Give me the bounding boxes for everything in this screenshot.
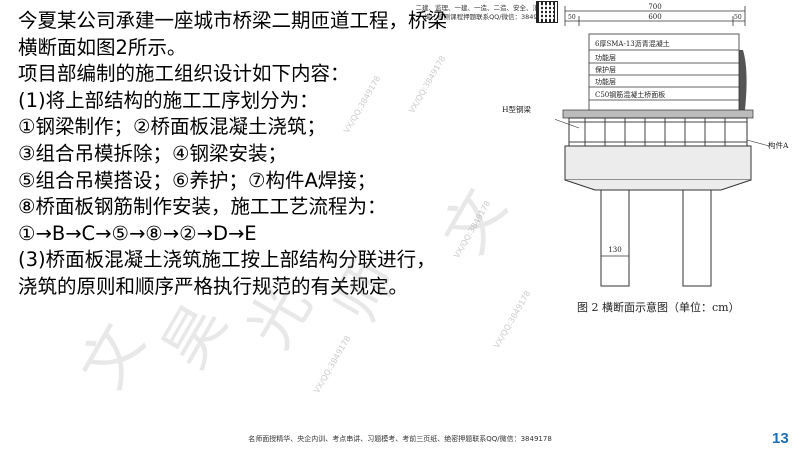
layer-label: 6厚SMA-13沥青混凝土 [595,39,670,48]
layer-label: 功能层 [595,77,616,86]
text-line: (3)桥面板混凝土浇筑施工按上部结构分联进行， [18,248,436,272]
cross-section-diagram: 700 50 600 50 6厚SMA-13沥青混凝土 功能层 保护层 功能层 … [555,3,770,287]
text-line: ⑧桥面板钢筋制作安装，施工工艺流程为： [18,195,387,219]
text-line: 横断面如图2所示。 [18,35,187,59]
layer-label: 保护层 [595,65,616,74]
header-note: 二建、监理、一建、一造、二造、安全、消防、咨询、检测课程押题联系QQ/微信：38… [415,4,559,21]
text-line: 浇筑的原则和顺序严格执行规范的有关规定。 [18,274,409,298]
watermark-id: VX/QQ:3849178 [312,334,353,395]
text-line: ①钢梁制作；②桥面板混凝土浇筑； [18,115,326,139]
text-line: 今夏某公司承建一座城市桥梁二期匝道工程，桥梁 [18,9,448,32]
dim-middle: 600 [648,13,661,21]
dim-left: 50 [568,14,576,21]
text-line: ⑤组合吊模搭设；⑥养护；⑦构件A焊接； [18,168,377,192]
cross-section-figure: 700 50 600 50 6厚SMA-13沥青混凝土 功能层 保护层 功能层 … [502,0,800,330]
footer-note: 名师面授精华、央企内训、考点串讲、习题模考、考前三页纸、绝密押题联系QQ/微信：… [248,435,552,443]
text-line: ①→B→C→⑤→⑧→②→D→E [18,221,257,245]
text-line: 项目部编制的施工组织设计如下内容： [18,62,350,86]
figure-caption: 图 2 横断面示意图（单位：cm） [577,301,740,314]
layer-label: 功能层 [595,53,616,62]
text-line: (1)将上部结构的施工工序划分为： [18,88,319,112]
watermark-char: 文 [67,312,159,400]
dim-right: 50 [734,14,742,21]
dim-pile: 130 [608,246,621,254]
member-a-label: 构件A [768,141,789,150]
barrier-shape [733,50,747,110]
h-beam-label: H型钢梁 [502,105,532,114]
layer-label: C50钢筋混凝土桥面板 [595,90,665,99]
page-number: 13 [772,430,789,447]
question-text: 今夏某公司承建一座城市桥梁二期匝道工程，桥梁 横断面如图2所示。 项目部编制的施… [18,8,518,301]
dim-total: 700 [648,3,661,11]
qr-code-icon [536,1,558,23]
text-line: ③组合吊模拆除；④钢梁安装； [18,141,287,165]
